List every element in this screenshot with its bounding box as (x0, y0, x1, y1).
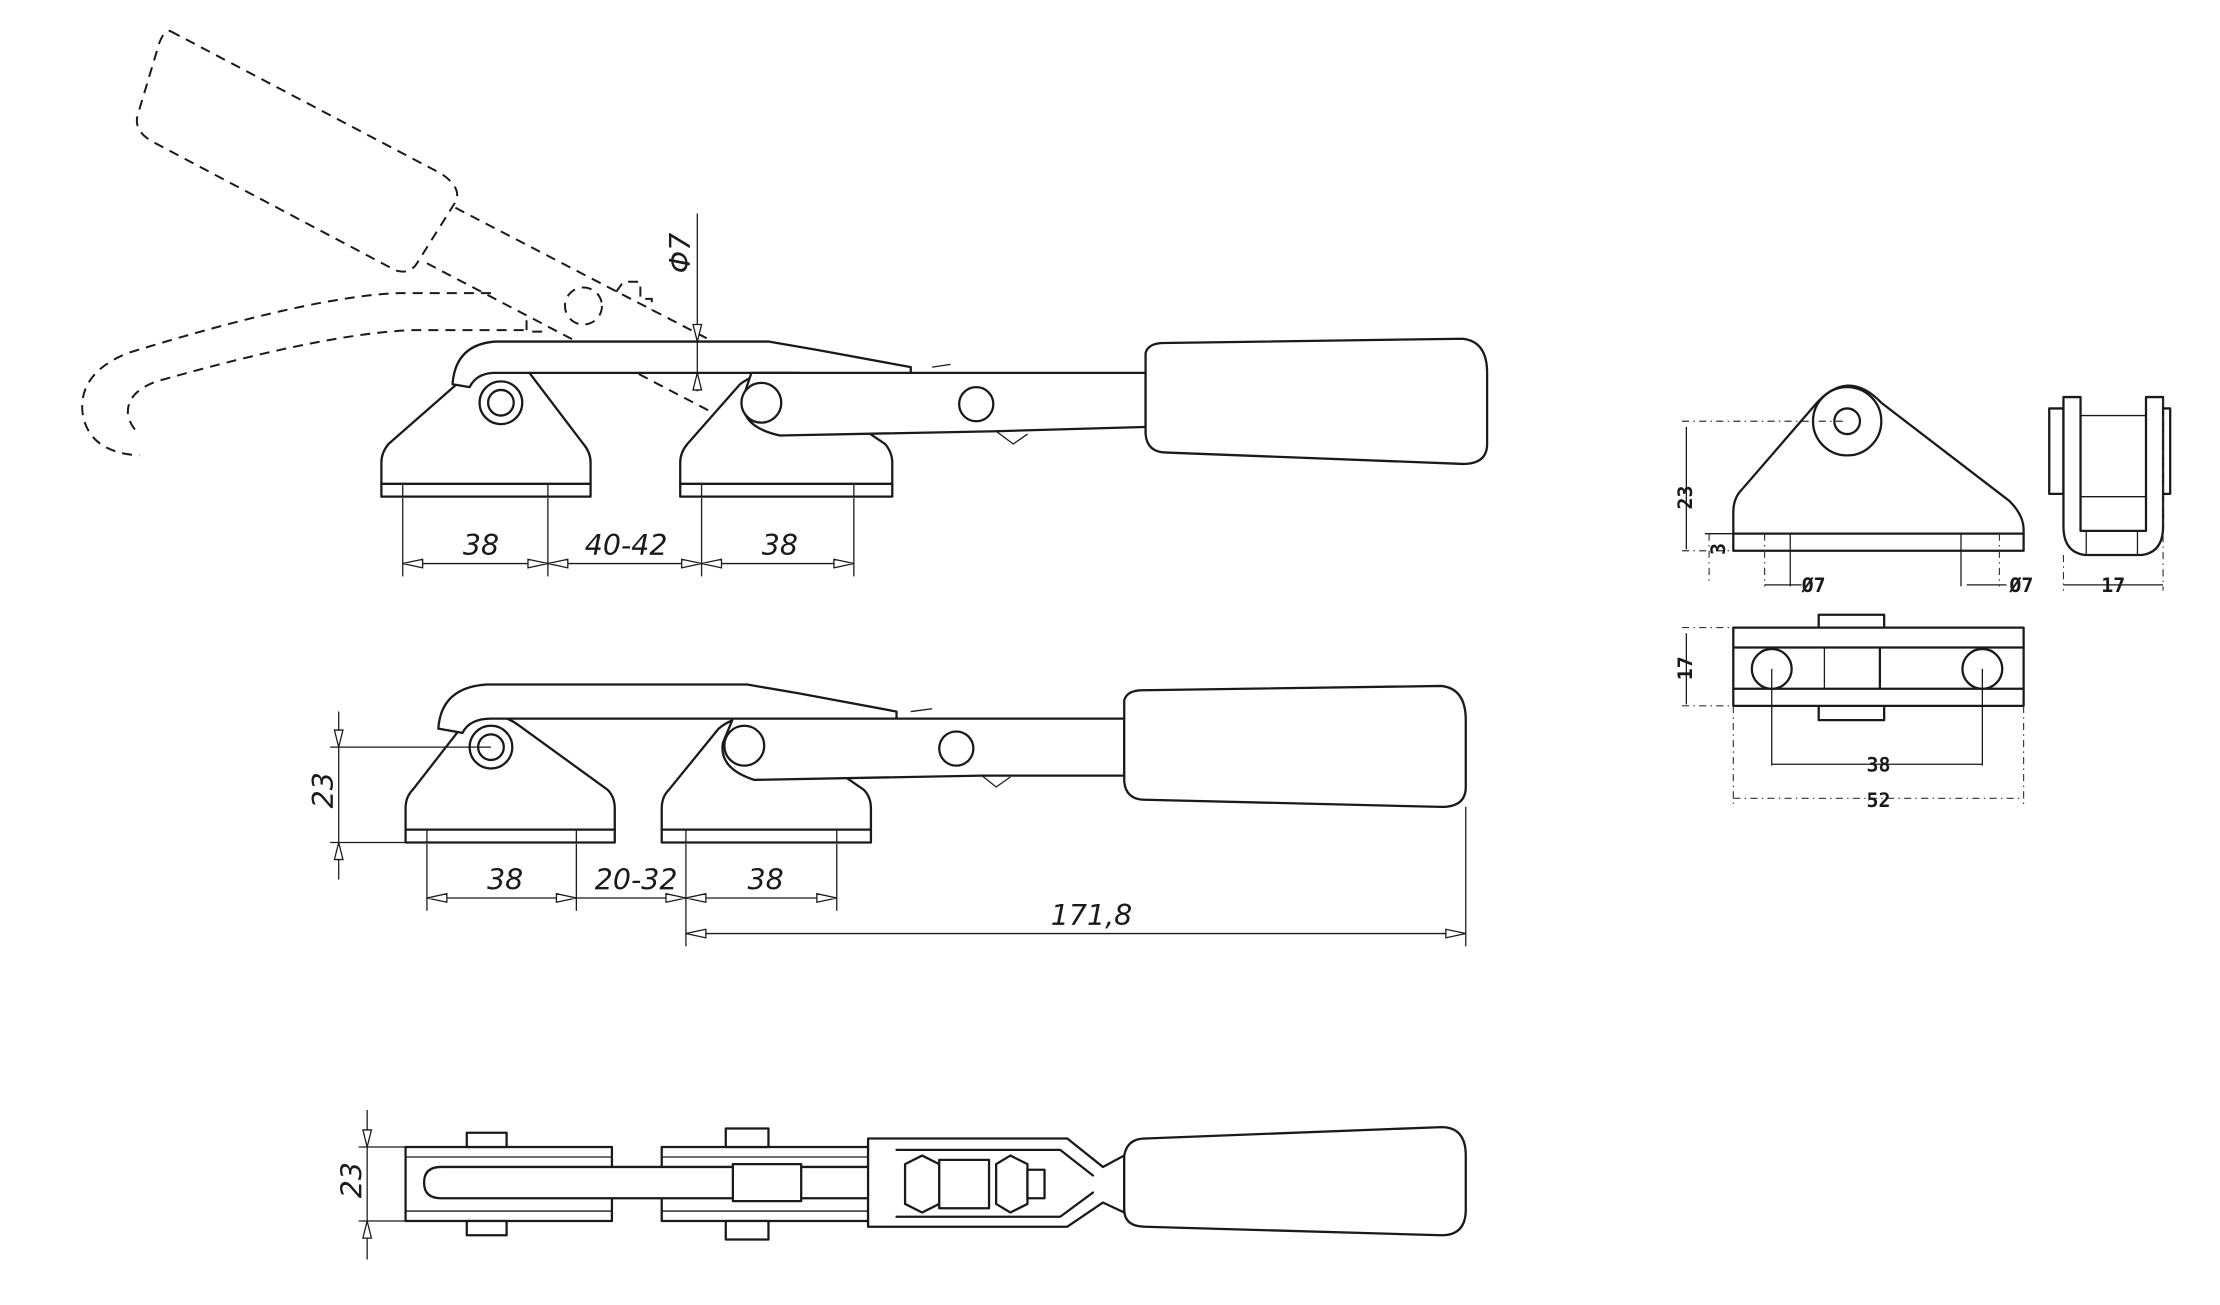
lever-detail (932, 363, 1028, 445)
dimension-lines (330, 711, 1467, 947)
hook-rod-plan (422, 1165, 912, 1200)
dim-hole-right: Ø7 (2008, 574, 2033, 597)
open-handle-phantom (135, 29, 459, 273)
dim-right-base: 38 (762, 529, 798, 562)
dim-right-base: 38 (748, 863, 784, 896)
left-base-plate (404, 714, 616, 844)
dim-side-width: 17 (2101, 574, 2125, 597)
left-base-plate (380, 359, 592, 498)
pin-phantom (563, 286, 603, 326)
dim-height: 23 (1674, 485, 1697, 509)
right-pin (740, 381, 783, 424)
handle-grip (1144, 337, 1489, 466)
dim-plate-thickness: 3 (1707, 543, 1730, 555)
dim-height: 23 (335, 1162, 368, 1198)
dim-top-width: 17 (1674, 656, 1697, 680)
lever-hole (938, 730, 975, 767)
lock-nut (995, 1154, 1029, 1214)
base-detail-front: 23 3 Ø7 Ø7 (1674, 384, 2033, 597)
dim-left-base: 38 (487, 863, 523, 896)
left-pin (478, 380, 524, 426)
adjust-nut (903, 1154, 941, 1214)
latch-phantom-2 (525, 320, 546, 333)
adjust-sleeve (938, 1158, 991, 1210)
lever-arm (721, 717, 1126, 782)
handle-grip (1123, 684, 1467, 809)
hook-bar (437, 683, 898, 735)
dim-pin-diameter: Φ7 (664, 233, 697, 274)
base-detail-top: 17 38 52 (1674, 613, 2025, 812)
dim-left-base: 38 (463, 529, 499, 562)
lever-hole (958, 385, 995, 423)
dim-hole-spacing: 38 (1866, 753, 1890, 776)
side-view-closed: 23 38 20-32 38 171,8 (307, 683, 1467, 947)
dim-overall-width: 52 (1866, 789, 1890, 812)
side-view-open: 38 40-42 38 Φ7 (81, 29, 1489, 577)
base-detail-side: 17 (2048, 395, 2172, 597)
dim-overall-length: 171,8 (1051, 899, 1132, 932)
dim-spacing: 40-42 (585, 529, 668, 562)
lever-arm (741, 371, 1147, 437)
open-hook-phantom (81, 292, 524, 457)
latch-phantom (615, 280, 653, 311)
dimension-lines (358, 1110, 406, 1260)
dim-spacing: 20-32 (595, 863, 678, 896)
dim-height: 23 (307, 772, 340, 808)
dim-hole-left: Ø7 (1801, 574, 1826, 597)
lever-detail (910, 708, 1011, 788)
left-pin-inner (486, 388, 515, 417)
dimension-lines (402, 213, 855, 577)
top-view: 23 (335, 1110, 1467, 1260)
right-pin (723, 724, 766, 767)
handle-grip-plan (1123, 1125, 1467, 1237)
hook-bar (451, 340, 912, 389)
